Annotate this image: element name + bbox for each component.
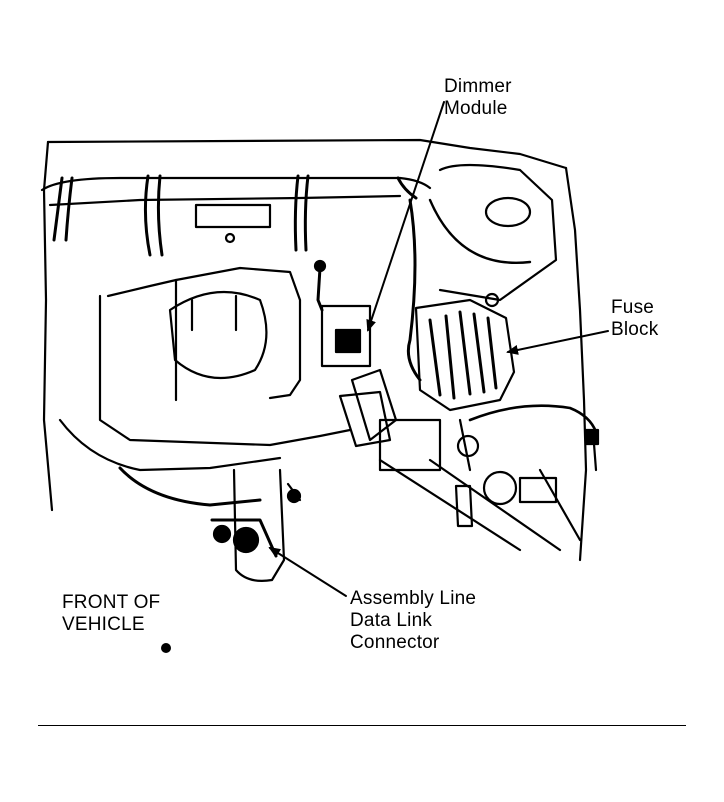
harness-mid xyxy=(293,174,310,252)
lower-trim xyxy=(58,418,282,472)
column-bracket xyxy=(98,294,352,447)
fuse-label-line1: Fuse xyxy=(611,297,655,318)
front-label-line2: VEHICLE xyxy=(62,614,145,635)
harness-left xyxy=(52,176,74,242)
left-duct xyxy=(106,278,178,402)
column-frame xyxy=(174,266,302,400)
dimmer-label-line2: Module xyxy=(444,98,508,119)
fuse-block-harness xyxy=(406,198,422,382)
aldl-label-line3: Connector xyxy=(350,632,440,653)
front-of-vehicle-dot xyxy=(161,643,171,653)
right-kick-panel xyxy=(438,163,558,302)
dash-left-side xyxy=(42,140,54,512)
dash-upper-rail xyxy=(40,176,432,192)
right-wire xyxy=(468,404,598,434)
dash-panel-insert xyxy=(194,203,272,229)
harness-right xyxy=(396,176,418,200)
fuse-block-body xyxy=(414,298,516,412)
aldl-leader xyxy=(268,546,347,597)
floor-lines xyxy=(378,458,582,552)
fuse-label-line2: Block xyxy=(611,319,659,340)
harness-mid-left xyxy=(143,174,164,257)
steering-housing xyxy=(168,290,268,380)
column-lower xyxy=(232,468,286,582)
dash-top-edge xyxy=(46,138,568,170)
dimmer-leader xyxy=(366,101,445,332)
switch-lever xyxy=(316,266,324,312)
relay-lower xyxy=(482,470,518,506)
front-label-line1: FRONT OF xyxy=(62,592,161,613)
dash-lower-rail xyxy=(48,194,402,207)
aldl-label-line1: Assembly Line xyxy=(350,588,477,609)
wire-loop-right xyxy=(428,198,532,264)
dimmer-module-body xyxy=(320,304,372,368)
dash-right-side xyxy=(564,166,588,562)
harness-lower xyxy=(118,466,262,507)
fuse-leader xyxy=(506,330,609,355)
dimmer-label-line1: Dimmer xyxy=(444,76,512,97)
aldl-connector xyxy=(210,518,278,558)
bottom-divider xyxy=(38,725,686,726)
aldl-label-line2: Data Link xyxy=(350,610,433,631)
